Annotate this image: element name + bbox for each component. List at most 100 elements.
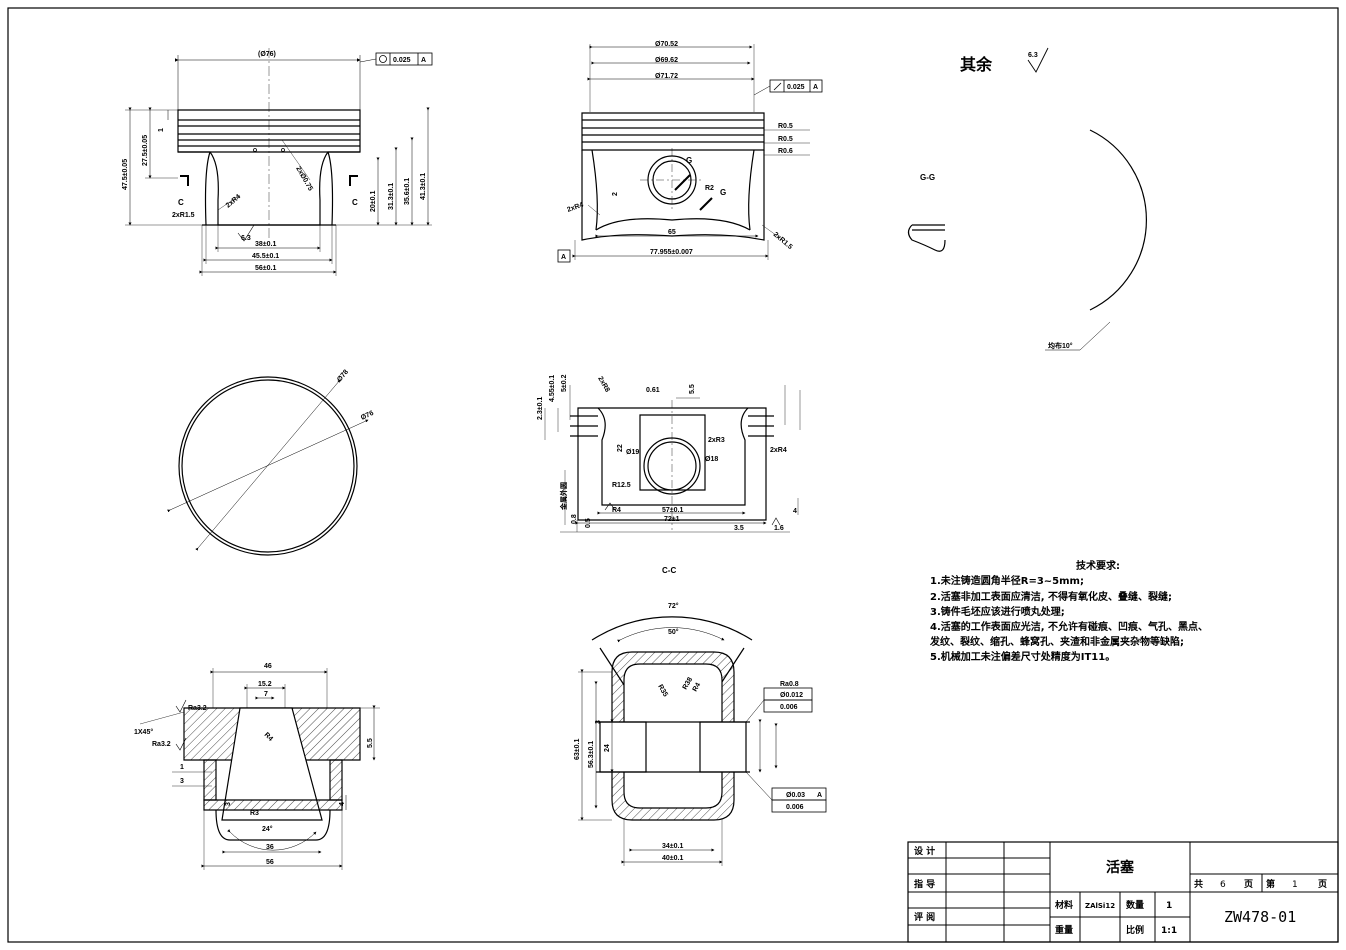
- detail-dim-0: 46: [264, 663, 272, 670]
- front-dim-4: 27.5±0.05: [142, 135, 149, 166]
- detail-dim-5: Ra3.2: [152, 741, 171, 748]
- detail-view: [139, 668, 380, 870]
- detail-dim-6: R4: [263, 731, 274, 742]
- detail-dim-13: 24°: [262, 825, 273, 833]
- front-dim-10: 20±0.1: [370, 191, 377, 212]
- side-dim-6: R0.5: [778, 136, 793, 143]
- section-dim-10: 2xR4: [770, 447, 787, 454]
- gg-view-text: G-G 均布10°: [920, 173, 1073, 350]
- tb-qty: 1: [1166, 901, 1172, 911]
- detail-dim-7: 5.5: [367, 738, 374, 748]
- side-dim-15: 77.955±0.007: [650, 249, 693, 256]
- requirements-title: 技术要求:: [1076, 559, 1120, 572]
- section-dim-16: 57±0.1: [662, 507, 683, 514]
- front-dim-11: C: [178, 198, 184, 207]
- front-dim-8: 35.6±0.1: [404, 178, 411, 205]
- front-dim-15: 6.3: [241, 235, 251, 242]
- tb-sheet-unit: 页: [1318, 879, 1327, 890]
- requirement-item-3: 3.铸件毛坯应该进行喷丸处理;: [930, 605, 1065, 618]
- side-view: [557, 44, 823, 263]
- requirement-item-5: 发纹、裂纹、缩孔、蜂窝孔、夹渣和非金属夹杂物等缺陷;: [929, 635, 1184, 648]
- detail-dim-1: 15.2: [258, 681, 272, 688]
- detail-dim-12: 4: [339, 802, 346, 806]
- tb-sheet-num: 1: [1292, 880, 1298, 890]
- front-dim-3: 47.5±0.05: [122, 159, 129, 190]
- gg-note: 均布10°: [1048, 341, 1073, 350]
- requirement-item-4: 4.活塞的工作表面应光洁, 不允许有碰痕、凹痕、气孔、黑点、: [930, 620, 1208, 633]
- tb-material: ZAlSi12: [1085, 902, 1115, 910]
- section-dim-0: 2xR8: [596, 376, 610, 394]
- side-dim-4: A: [813, 84, 818, 91]
- roughness-value: 6.3: [1028, 52, 1038, 59]
- front-dim-16: 38±0.1: [255, 241, 276, 248]
- side-dim-3: 0.025: [787, 84, 805, 91]
- section-dim-2: 5.5: [689, 384, 696, 394]
- side-dim-7: R0.6: [778, 148, 793, 155]
- front-dim-0: (Ø76): [258, 51, 276, 58]
- section-dim-12: 金属外圆: [559, 482, 568, 511]
- cc-dim-10: Ø0.012: [780, 692, 803, 699]
- section-dim-9: 2xR3: [708, 437, 725, 444]
- section-dim-8: Ø18: [705, 456, 718, 463]
- tb-drawing-number: ZW478-01: [1224, 908, 1296, 926]
- section-dim-18: 3.5: [734, 525, 744, 532]
- cc-dim-12: Ø0.03: [786, 792, 805, 799]
- gg-label: G-G: [920, 173, 935, 182]
- cc-dim-15: 34±0.1: [662, 843, 683, 850]
- side-dim-13: 65: [668, 229, 676, 236]
- cc-dim-13: A: [817, 792, 822, 799]
- roughness-label: 其余: [960, 55, 993, 74]
- circle-dim-0: Ø78: [336, 369, 350, 384]
- cc-label: C-C: [662, 566, 676, 575]
- detail-dim-10: R3: [250, 810, 259, 817]
- tb-scale-label: 比例: [1126, 924, 1144, 936]
- front-dim-18: 56±0.1: [255, 265, 276, 272]
- cc-dim-14: 0.006: [786, 804, 804, 811]
- requirement-item-1: 1.未注铸造圆角半径R=3~5mm;: [930, 574, 1084, 587]
- tb-page-unit: 页: [1244, 879, 1253, 890]
- front-dim-6: 2xØ0.75: [294, 166, 314, 193]
- side-dim-8: G: [686, 156, 692, 165]
- section-dim-5: 5±0.2: [561, 374, 568, 392]
- section-dim-4: 4.55±0.1: [549, 375, 556, 402]
- circle-dim-1: Ø76: [360, 410, 375, 422]
- cc-dim-8: 3: [595, 720, 602, 724]
- section-dim-15: R4: [612, 507, 621, 514]
- tb-review: 评 阅: [914, 911, 935, 923]
- front-dim-9: 31.3±0.1: [388, 183, 395, 210]
- tb-qty-label: 数量: [1126, 899, 1144, 911]
- side-dim-9: G: [720, 188, 726, 197]
- circle-view: [167, 376, 369, 556]
- side-dim-1: Ø69.62: [655, 57, 678, 64]
- section-view-text: 2xR8 0.61 5.5 2.3±0.1 4.55±0.1 5±0.2 22 …: [537, 374, 797, 532]
- section-dim-20: 1.6: [774, 525, 784, 532]
- requirement-item-2: 2.活塞非加工表面应清洁, 不得有氧化皮、叠缝、裂缝;: [930, 590, 1172, 603]
- cc-dim-6: 56.3±0.1: [588, 741, 595, 768]
- section-dim-17: 72±1: [664, 516, 680, 523]
- tb-weight-label: 重量: [1055, 924, 1073, 936]
- side-dim-0: Ø70.52: [655, 41, 678, 48]
- front-dim-7: 41.3±0.1: [420, 173, 427, 200]
- side-dim-2: Ø71.72: [655, 73, 678, 80]
- circle-view-text: Ø78 Ø76: [336, 369, 375, 422]
- tb-total-num: 6: [1220, 880, 1226, 890]
- front-view-text: (Ø76) 0.025 A 47.5±0.05 27.5±0.05 1 2xØ0…: [122, 51, 427, 272]
- side-dim-16: A: [561, 254, 566, 261]
- detail-dim-8: 1: [180, 764, 184, 771]
- cc-view: [578, 616, 827, 866]
- cc-dim-16: 40±0.1: [662, 855, 683, 862]
- tb-total: 共: [1194, 878, 1203, 890]
- detail-dim-3: Ra3.2: [188, 705, 207, 712]
- sheet-border: [7, 7, 1339, 943]
- detail-dim-2: 7: [264, 691, 268, 698]
- side-dim-11: 2: [612, 192, 619, 196]
- section-dim-7: Ø19: [626, 449, 639, 456]
- section-dim-13: 0.8: [571, 514, 578, 524]
- front-dim-13: 2xR4: [225, 193, 242, 209]
- requirement-item-6: 5.机械加工未注偏差尺寸处精度为IT11。: [930, 650, 1115, 663]
- section-dim-6: 22: [617, 444, 624, 452]
- title-block: [907, 841, 1339, 943]
- cc-dim-4: R4: [692, 682, 703, 693]
- section-dim-11: R12.5: [612, 482, 631, 489]
